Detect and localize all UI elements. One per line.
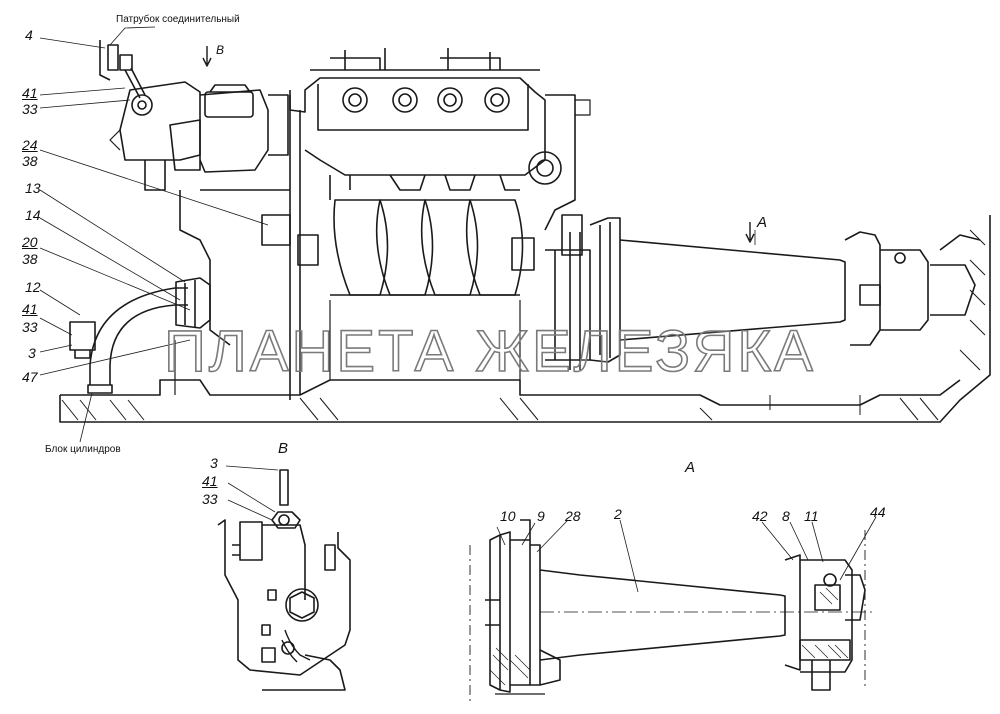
fuel-line [69,277,211,394]
part-label: 33 [22,319,38,335]
view-a-part-label: 42 [752,508,768,524]
view-title-b: В [278,440,289,457]
part-label: 4 [25,27,33,43]
part-label: 41 [22,301,38,317]
view-arrows [202,46,755,243]
high-pressure-fuel-pump [261,48,591,400]
caption-cylinder-block: Блок цилиндров [45,444,121,455]
view-b-part-label: 33 [202,491,218,507]
view-arrow-label-a: А [757,214,768,231]
fuel-filter-assembly [109,81,290,346]
part-label: 13 [25,180,41,196]
part-label: 41 [22,85,38,101]
view-a-part-label: 8 [782,508,790,524]
connector-pipe [99,40,146,99]
view-b-part-label: 3 [210,455,218,471]
main-leader-lines [39,26,756,443]
view-title-a: А [685,459,696,476]
view-a-part-label: 11 [804,508,819,524]
view-a-part-label: 9 [537,508,545,524]
view-a-part-label: 28 [565,508,581,524]
view-a-part-label: 2 [614,506,622,522]
part-label: 20 [22,234,38,250]
part-label: 33 [22,101,38,117]
part-label: 12 [25,279,41,295]
view-a-part-label: 44 [870,504,886,520]
caption-connector-pipe: Патрубок соединительный [116,14,240,25]
part-label: 47 [22,369,38,385]
part-label: 14 [25,207,41,223]
part-label: 3 [28,345,36,361]
view-b-part-label: 41 [202,473,218,489]
view-b-drawing [217,465,351,691]
view-arrow-label-b: В [216,43,225,57]
part-label: 38 [22,153,38,169]
drive-coupling [545,217,981,370]
view-a-part-label: 10 [500,508,516,524]
view-a-drawing [469,516,877,705]
part-label: 24 [22,137,38,153]
part-label: 38 [22,251,38,267]
cam-housing-lobes [333,199,524,296]
cylinder-block-base [59,215,991,423]
watermark: ПЛАНЕТА ЖЕЛЕЗЯКА [163,318,816,385]
pump-section-outlets [342,87,510,113]
